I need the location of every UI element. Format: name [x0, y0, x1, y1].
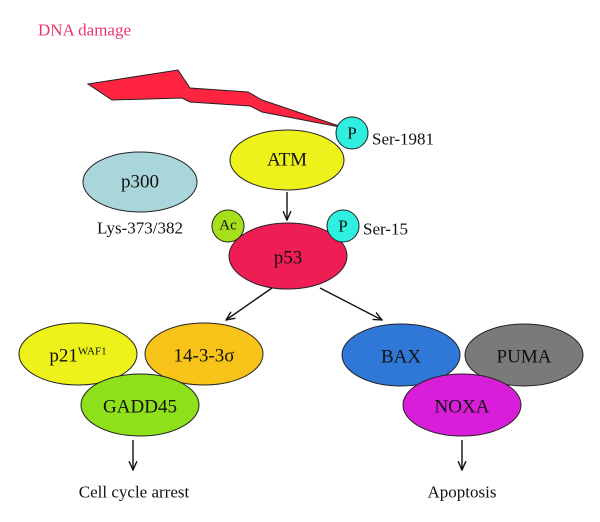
- atm-site-label: Ser-1981: [372, 129, 434, 149]
- p21-node: [18, 322, 138, 386]
- p53-acetyl-badge: [211, 209, 245, 243]
- p21-superscript: WAF1: [77, 345, 107, 358]
- diagram-title: DNA damage: [38, 20, 132, 40]
- bax-node: [341, 323, 461, 387]
- p53-phospho-label: P: [338, 216, 348, 236]
- p300-node: [82, 151, 198, 213]
- sigma-label: 14-3-3σ: [173, 345, 235, 367]
- gadd45-label: GADD45: [103, 396, 177, 418]
- atm-label: ATM: [266, 149, 308, 171]
- atm-phospho-badge: [335, 116, 369, 150]
- gadd45-node: [80, 373, 200, 437]
- noxa-label: NOXA: [434, 396, 490, 418]
- p53-phospho-badge: [326, 209, 360, 243]
- lightning-bolt-icon: [86, 69, 346, 129]
- p53-site-label: Ser-15: [363, 219, 408, 239]
- apoptosis-outcome-label: Apoptosis: [427, 482, 497, 502]
- arrest-outcome-label: Cell cycle arrest: [78, 482, 190, 502]
- p53-node: [228, 222, 348, 290]
- p21-name: p21: [49, 345, 78, 367]
- atm-node: [229, 129, 345, 191]
- atm-phospho-label: P: [347, 123, 357, 143]
- arrow-p53-apoptosis: [319, 287, 382, 320]
- bax-label: BAX: [380, 346, 422, 368]
- p21-label: p21WAF1: [49, 345, 107, 367]
- p53-acetyl-label: Ac: [219, 217, 237, 234]
- arrow-p53-arrest: [226, 287, 273, 320]
- sigma-node: [144, 322, 264, 386]
- p300-label: p300: [121, 171, 159, 193]
- puma-label: PUMA: [496, 346, 552, 368]
- p53-label: p53: [273, 247, 303, 269]
- puma-node: [464, 323, 584, 387]
- noxa-node: [402, 373, 522, 437]
- p300-site-label: Lys-373/382: [97, 218, 183, 238]
